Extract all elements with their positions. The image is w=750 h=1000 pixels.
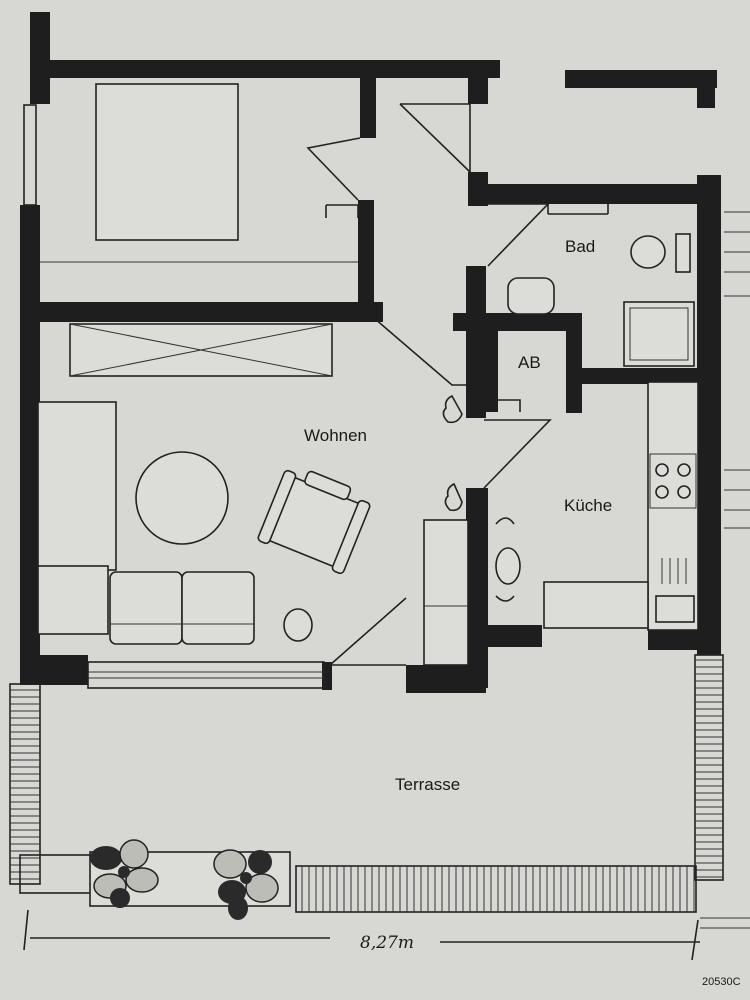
dimension-label: 8,27m [360,933,414,953]
exterior-hatch [700,211,750,929]
toilet-tank [675,233,691,273]
label-terrasse: Terrasse [395,775,460,794]
shower [623,301,695,367]
label-ab: AB [518,353,541,372]
armchair [257,469,371,575]
wall-bedroom-bottom [38,302,383,322]
railing-bottom [295,865,697,913]
door-entrance [400,103,471,172]
wall-kitchen-bottom [466,625,542,647]
wall-bedroom-right-top [360,78,376,138]
wall-wohnen-bottom-left [20,655,88,685]
wall-ab-top [453,313,578,331]
wall-ab-bottom [566,368,706,384]
wohnen-furniture [37,401,469,666]
toilet [630,235,666,269]
plant-left [90,839,159,908]
door-wohnen [373,317,466,386]
wall-ab-right [566,313,582,413]
hob-1 [655,463,669,477]
wall-corner-top-left [30,12,50,104]
door-terrace [327,597,407,666]
cabinet [423,519,469,666]
railing-left [9,683,41,885]
sideboard [37,401,117,571]
wall-wohnen-bottom-right [406,665,486,693]
plant-right [213,849,279,920]
label-wohnen: Wohnen [304,426,367,445]
sofa-end [37,565,109,635]
window-left [23,104,37,206]
sofa-seat-2 [181,571,255,645]
wall-top-right-post [697,70,715,108]
sofa-seat-1 [109,571,183,645]
round-table [135,451,229,545]
wall-bedroom-right-bottom [358,200,374,318]
door-ab [498,399,521,412]
kitchen-bench [543,581,649,629]
window-wohnen [87,661,325,689]
reference-number: 20530C [702,976,741,988]
wall-corridor-stub [468,78,488,104]
wall-right [697,175,721,655]
washbasin [507,277,555,315]
kitchen-table [495,547,521,585]
railing-right [694,654,724,881]
wardrobe [69,323,333,377]
wall-wohnen-window-post [322,662,332,690]
wall-bath-left-top [468,172,488,206]
wall-top-left [38,60,500,78]
sink-drainer [655,558,695,623]
doors [306,103,609,666]
hob-2 [677,463,691,477]
kitchen-counter [647,381,699,631]
hob-3 [655,485,669,499]
wall-left-upper [20,205,40,675]
kitchen [495,381,699,631]
label-kueche: Küche [564,496,612,515]
hob-4 [677,485,691,499]
bathroom [507,233,695,367]
door-kitchen [483,419,552,489]
wall-top-right [565,70,717,88]
bedroom [40,83,358,263]
dimension-line [23,909,700,961]
terrace [9,654,724,920]
wall-bath-top [470,184,720,204]
wall-ab-left [484,330,498,412]
bed [95,83,239,241]
door-bedroom [306,137,361,201]
label-bad: Bad [565,237,595,256]
wall-kitchen-bottom-right [648,628,720,650]
radiator-symbols [442,394,463,512]
plant-pot [283,608,313,642]
wall-bath-left [466,266,486,418]
wall-kitchen-left [466,488,488,688]
walls [20,12,721,693]
